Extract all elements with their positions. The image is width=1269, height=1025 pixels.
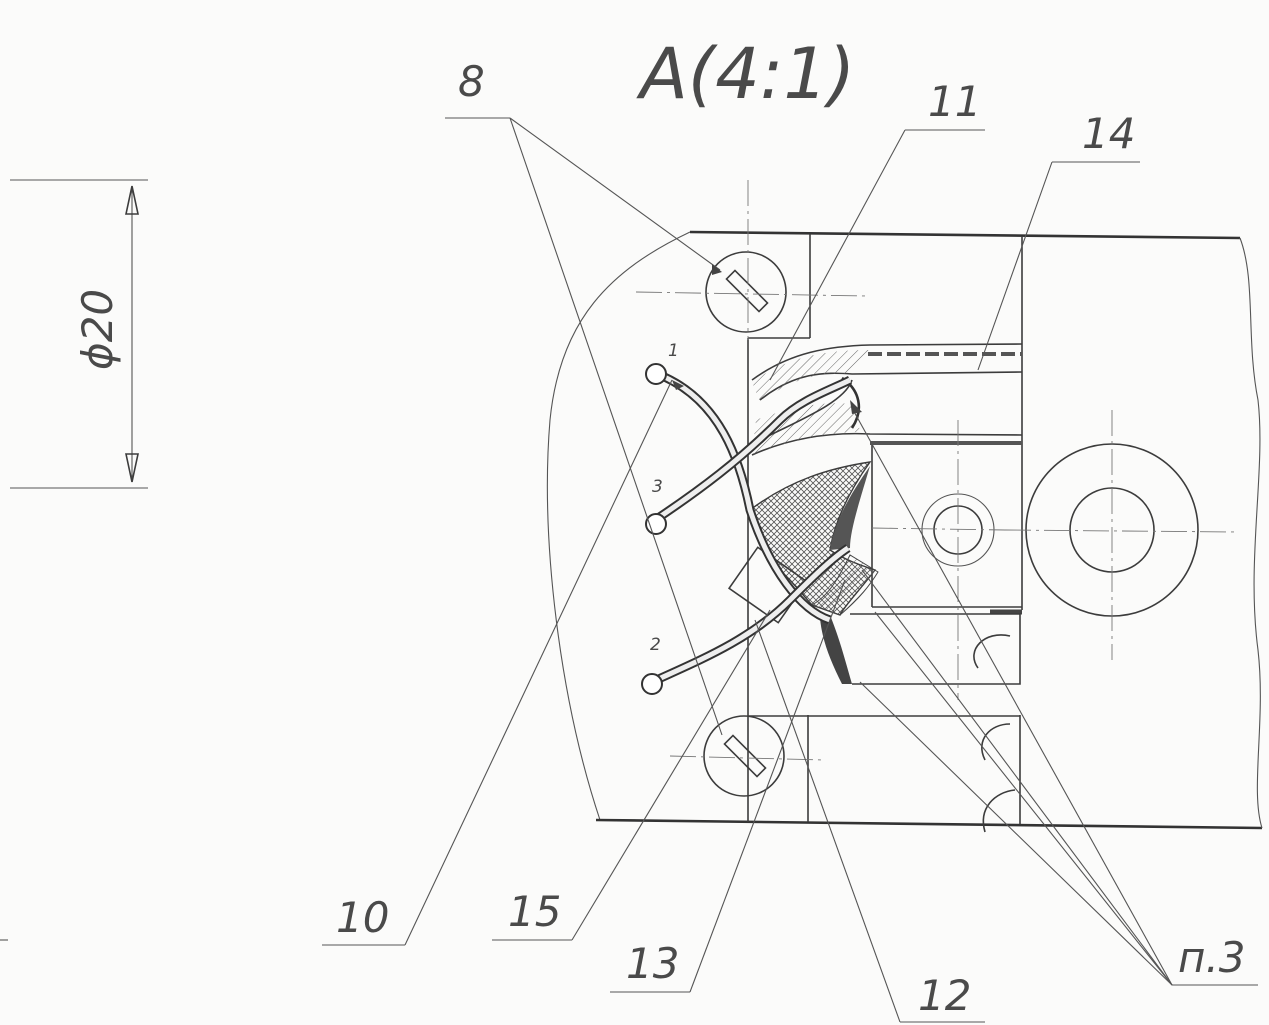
large-hole (1004, 410, 1239, 660)
callout-14: 14 (1082, 109, 1135, 158)
screw-bottom (669, 715, 825, 797)
housing-outline (595, 230, 1263, 830)
view-label: A(4:1) (636, 33, 855, 115)
wire-3-label: 3 (652, 477, 663, 497)
clip-marks (973, 634, 1016, 833)
insulator-body (727, 461, 879, 624)
central-insert (820, 445, 1022, 685)
callout-8: 8 (458, 57, 485, 106)
callout-10: 10 (336, 893, 389, 942)
leader-lines (322, 117, 1258, 1023)
callout-12: 12 (918, 971, 971, 1020)
wires: 1 3 2 (641, 341, 853, 695)
wire-2-label: 2 (650, 635, 661, 655)
callout-13: 13 (626, 939, 679, 988)
diameter-label: ϕ20 (73, 289, 122, 370)
wire-1-label: 1 (668, 341, 679, 361)
screw-top (635, 180, 867, 340)
callout-15: 15 (508, 887, 561, 936)
callout-p3: п.3 (1178, 933, 1246, 982)
diameter-dimension: ϕ20 (10, 179, 148, 489)
small-hole (871, 420, 1006, 700)
break-line-left (546, 231, 691, 821)
callout-11: 11 (928, 77, 981, 126)
